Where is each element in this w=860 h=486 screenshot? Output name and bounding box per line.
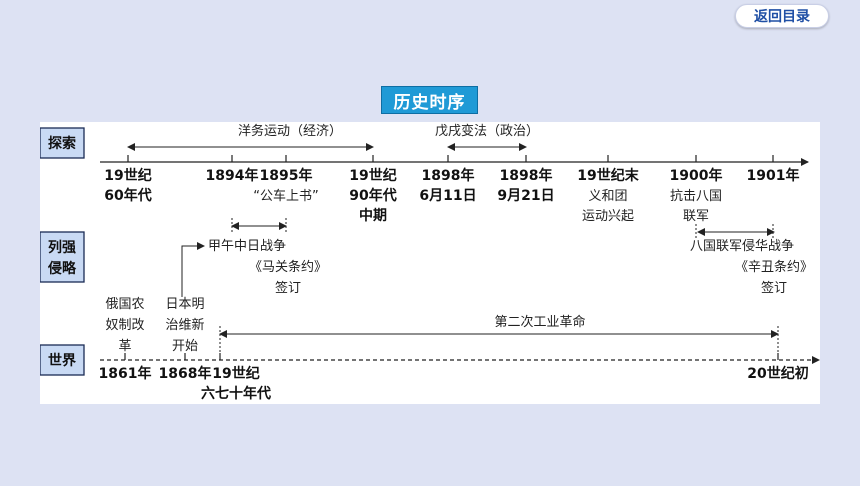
row-label-world: 世界 [48, 352, 77, 369]
row-label-invasion-line2: 侵略 [47, 260, 77, 277]
note-resist-line2: 联军 [683, 209, 709, 224]
eight-nation-war-line1: 八国联军侵华战争 [690, 238, 794, 254]
world-russia-line2: 奴制改 [105, 317, 144, 333]
eight-nation-war-line2: 《辛丑条约》 [735, 259, 813, 275]
sino-japanese-war-line2: 《马关条约》 [249, 259, 327, 275]
sino-japanese-war-line1: 甲午中日战争 [208, 239, 286, 254]
world-tick-early-20th: 20世纪初 [747, 365, 808, 382]
tick-1898-jun-line1: 1898年 [422, 167, 475, 184]
note-resist-line1: 抗击八国 [670, 189, 722, 204]
tick-1890s-mid-line1: 19世纪 [349, 167, 396, 184]
tick-1898-sep-line1: 1898年 [500, 167, 553, 184]
tick-1890s-mid-line2: 90年代 [349, 187, 396, 204]
tick-1894: 1894年 [206, 167, 259, 184]
world-tick-19th-line2: 六七十年代 [201, 385, 271, 402]
timeline-diagram: 探索 列强 侵略 世界 洋务运动（经济） 戊戌变法（政治） 19世纪 60年代 … [39, 123, 820, 402]
tick-1860s-line2: 60年代 [104, 187, 151, 204]
world-russia-line1: 俄国农 [105, 297, 144, 312]
tick-1860s-line1: 19世纪 [104, 167, 151, 184]
tick-1898-sep-line2: 9月21日 [497, 188, 554, 204]
sino-japanese-war-line3: 签订 [275, 280, 301, 296]
world-tick-1868: 1868年 [159, 365, 212, 382]
note-boxer-line2: 运动兴起 [582, 209, 634, 224]
timeline-panel: 探索 列强 侵略 世界 洋务运动（经济） 戊戌变法（政治） 19世纪 60年代 … [39, 122, 820, 404]
world-axis-ticks [124, 353, 779, 360]
row-label-invasion-box [39, 231, 85, 283]
world-meiji-line2: 治维新 [165, 317, 204, 333]
row-label-explore: 探索 [48, 135, 76, 152]
tick-1898-jun-line2: 6月11日 [419, 188, 476, 204]
page-title: 历史时序 [381, 86, 478, 114]
world-russia-line3: 革 [118, 339, 131, 354]
world-meiji-line3: 开始 [172, 339, 198, 354]
back-to-contents-button[interactable]: 返回目录 [735, 4, 829, 28]
explore-axis-ticks [127, 155, 774, 162]
row-label-invasion-line1: 列强 [48, 239, 76, 256]
row-label-explore-box [39, 127, 85, 159]
tick-1900: 1900年 [670, 167, 723, 184]
tick-1895: 1895年 [260, 167, 313, 184]
meiji-connector-arrow [181, 242, 205, 297]
tick-1890s-mid-line3: 中期 [359, 207, 387, 224]
world-tick-1861: 1861年 [99, 365, 152, 382]
tick-1901: 1901年 [747, 167, 800, 184]
world-meiji-line1: 日本明 [165, 297, 204, 312]
period-label-self-strengthening: 洋务运动（经济） [238, 123, 342, 139]
industrial-revolution-label: 第二次工业革命 [494, 314, 585, 330]
eight-nation-war-line3: 签订 [761, 280, 787, 296]
row-label-world-box [39, 344, 85, 376]
note-boxer-line1: 义和团 [588, 189, 627, 204]
tick-late-19th: 19世纪末 [577, 167, 639, 184]
period-label-reform: 戊戌变法（政治） [435, 123, 539, 139]
world-tick-19th-line1: 19世纪 [212, 365, 259, 382]
note-gongche-shangshu: “公车上书” [253, 188, 318, 204]
